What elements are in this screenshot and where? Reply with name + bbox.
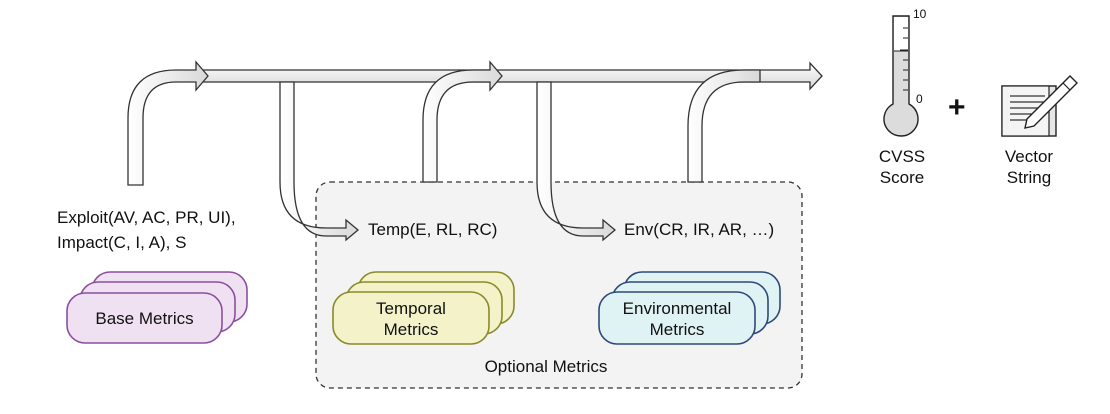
temporal-card-front: [332, 291, 490, 345]
temporal-metrics-stack: [332, 271, 515, 345]
thermometer-icon: [883, 15, 919, 137]
environmental-branch-arrow: [536, 81, 617, 242]
cvss-score-line1: CVSS: [878, 147, 926, 166]
base-metrics-stack: [66, 271, 248, 344]
base-metrics-label: Base Metrics: [95, 309, 194, 328]
environmental-merge-arrow: [687, 69, 761, 183]
temporal-merge-arrow: [422, 60, 503, 183]
base-merge-arrow: [127, 60, 209, 186]
temporal-expression: Temp(E, RL, RC): [368, 220, 498, 239]
temporal-label-line2: Metrics: [383, 320, 439, 339]
thermometer-min-label: 0: [916, 92, 923, 106]
main-pipeline-arrow: [199, 61, 823, 91]
temporal-label-line1: Temporal: [376, 299, 446, 318]
environmental-metrics-stack: [598, 271, 781, 345]
temporal-metrics-label: Temporal Metrics: [333, 298, 489, 340]
environmental-expression: Env(CR, IR, AR, …): [624, 220, 775, 239]
environmental-metrics-label: Environmental Metrics: [599, 298, 755, 340]
environmental-label-line2: Metrics: [649, 320, 705, 339]
document-pencil-icon: [1001, 75, 1078, 137]
environmental-card-front: [598, 291, 756, 345]
vector-string-line2: String: [1006, 168, 1052, 187]
vector-string-label: Vector String: [989, 146, 1069, 188]
plus-sign: +: [948, 91, 966, 124]
thermometer-max-label: 10: [913, 7, 927, 21]
base-expression-line1: Exploit(AV, AC, PR, UI),: [57, 208, 236, 227]
cvss-score-line2: Score: [879, 168, 925, 187]
temporal-branch-arrow: [279, 81, 360, 242]
base-expression-line2: Impact(C, I, A), S: [57, 233, 187, 252]
vector-string-line1: Vector: [1004, 147, 1054, 166]
base-card-front: [66, 292, 223, 344]
optional-metrics-label: Optional Metrics: [484, 357, 608, 376]
cvss-score-label: CVSS Score: [862, 146, 942, 188]
environmental-label-line1: Environmental: [622, 299, 732, 318]
